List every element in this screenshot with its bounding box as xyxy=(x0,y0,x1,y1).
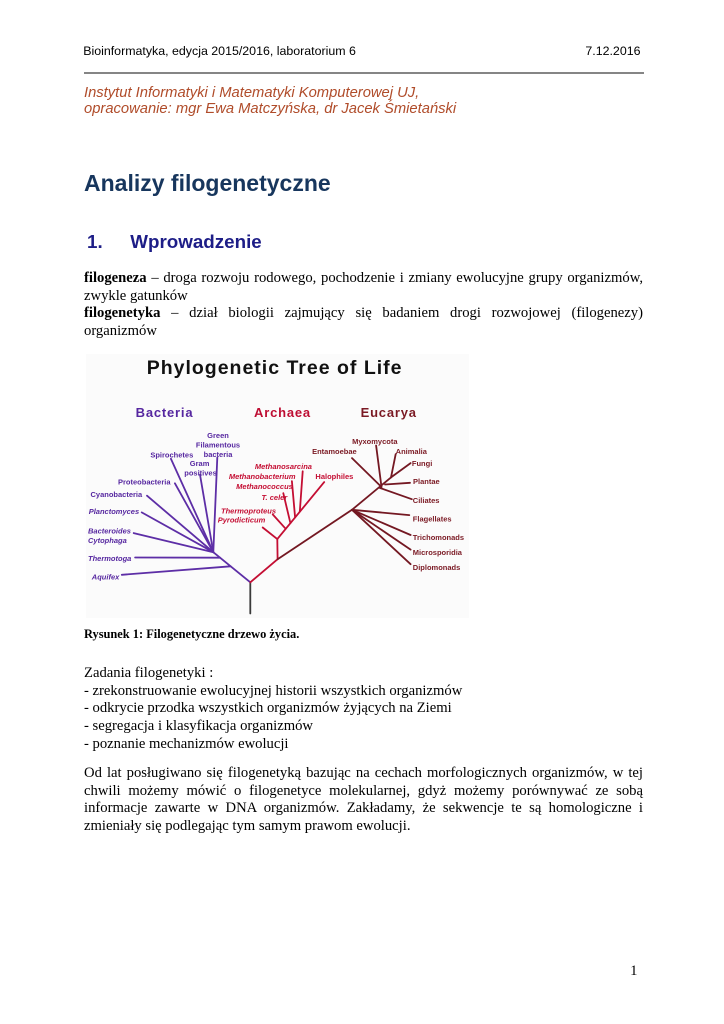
svg-text:Spirochetes: Spirochetes xyxy=(150,451,193,460)
svg-text:Halophiles: Halophiles xyxy=(315,472,353,481)
svg-text:Gram: Gram xyxy=(190,459,210,468)
svg-text:Microsporidia: Microsporidia xyxy=(413,548,463,557)
svg-text:Entamoebae: Entamoebae xyxy=(312,447,357,456)
svg-text:Thermotoga: Thermotoga xyxy=(88,554,131,563)
svg-text:Bacteria: Bacteria xyxy=(136,405,194,420)
svg-text:Cyanobacteria: Cyanobacteria xyxy=(91,490,144,499)
svg-text:Thermoproteus: Thermoproteus xyxy=(221,507,276,516)
svg-text:Green: Green xyxy=(207,431,229,440)
svg-text:Eucarya: Eucarya xyxy=(361,405,417,420)
svg-text:Ciliates: Ciliates xyxy=(413,496,440,505)
svg-text:Methanobacterium: Methanobacterium xyxy=(229,472,296,481)
svg-text:Flagellates: Flagellates xyxy=(413,514,452,523)
svg-text:Fungi: Fungi xyxy=(412,459,432,468)
svg-text:Planctomyces: Planctomyces xyxy=(89,507,139,516)
svg-text:positives: positives xyxy=(184,469,217,478)
svg-text:Plantae: Plantae xyxy=(413,477,440,486)
svg-text:Aquifex: Aquifex xyxy=(91,573,120,582)
svg-text:Bacteroides: Bacteroides xyxy=(88,527,131,536)
svg-text:Methanococcus: Methanococcus xyxy=(236,482,293,491)
svg-text:Trichomonads: Trichomonads xyxy=(413,533,464,542)
svg-text:Proteobacteria: Proteobacteria xyxy=(118,478,171,487)
svg-text:Archaea: Archaea xyxy=(254,405,311,420)
svg-text:Animalia: Animalia xyxy=(396,447,428,456)
svg-text:bacteria: bacteria xyxy=(204,450,234,459)
svg-text:Diplomonads: Diplomonads xyxy=(413,563,461,572)
svg-text:Myxomycota: Myxomycota xyxy=(352,437,398,446)
svg-text:Methanosarcina: Methanosarcina xyxy=(255,462,312,471)
svg-text:Cytophaga: Cytophaga xyxy=(88,536,127,545)
svg-text:T. celer: T. celer xyxy=(262,493,289,502)
svg-text:Pyrodicticum: Pyrodicticum xyxy=(218,516,266,525)
svg-text:Filamentous: Filamentous xyxy=(196,441,240,450)
svg-text:Phylogenetic Tree of Life: Phylogenetic Tree of Life xyxy=(147,357,403,379)
